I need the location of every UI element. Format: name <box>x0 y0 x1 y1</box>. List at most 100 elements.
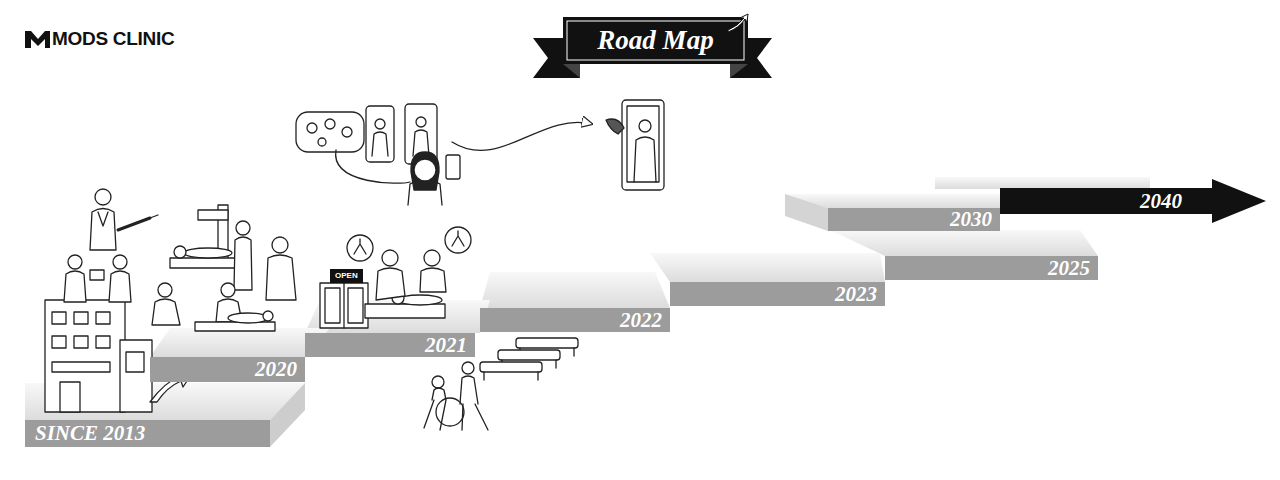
head <box>432 376 444 388</box>
tablet <box>622 100 664 190</box>
patient-body <box>184 248 232 258</box>
ribbon-fold <box>730 64 748 78</box>
year-label: SINCE 2013 <box>35 423 145 444</box>
head <box>424 250 440 266</box>
step-top <box>480 272 670 308</box>
ribbon-swoosh <box>728 14 748 32</box>
exercise-icon <box>445 227 471 253</box>
window <box>74 312 88 324</box>
patient-head <box>174 246 186 258</box>
phone <box>366 106 394 162</box>
head <box>272 237 288 253</box>
icon <box>342 127 352 137</box>
step-top <box>150 328 330 357</box>
title-ribbon <box>533 14 772 78</box>
bed <box>498 350 560 360</box>
icon <box>318 138 326 146</box>
title-box: Road Map <box>563 22 748 58</box>
patient-figure <box>424 388 446 430</box>
doctor-figure <box>90 189 158 250</box>
sketches <box>45 100 664 430</box>
online-scene <box>296 100 664 205</box>
step-top <box>830 230 1098 256</box>
window <box>126 352 144 372</box>
needle <box>150 215 158 218</box>
step-band: 2030 <box>828 208 1000 231</box>
treatment-table <box>195 322 275 331</box>
doctor-head <box>95 189 111 205</box>
arrow-shape <box>1000 178 1268 224</box>
clinic-door <box>320 283 368 328</box>
timeline-arrow: 2040 <box>1000 178 1268 224</box>
head <box>462 362 474 374</box>
window <box>96 312 110 324</box>
year-label: 2020 <box>255 359 297 380</box>
step-side <box>270 383 305 447</box>
icon-figure <box>354 239 366 254</box>
door-split <box>343 283 344 328</box>
body <box>266 255 296 300</box>
step-side <box>785 194 828 231</box>
logo-text: MODS CLINIC <box>52 28 174 49</box>
label-box: MODS CLINIC <box>52 28 174 50</box>
door <box>60 382 80 412</box>
step-band: 2021 <box>305 333 475 357</box>
signboard <box>52 362 110 372</box>
tablet-screen <box>627 106 659 182</box>
head <box>236 221 250 235</box>
banner-title: Road Map <box>563 22 748 58</box>
patient-body <box>228 313 268 323</box>
flow-arrow <box>452 122 592 150</box>
patient-head <box>263 311 273 321</box>
door-frame <box>320 283 368 328</box>
body <box>109 271 131 302</box>
radiographer <box>234 237 252 290</box>
door-glass <box>348 288 363 323</box>
xray-machine <box>170 205 252 290</box>
logo-icon <box>25 31 50 48</box>
body <box>372 132 388 156</box>
ball-exercise <box>424 362 488 430</box>
door-glass <box>325 288 340 323</box>
therapy-figures <box>152 237 296 331</box>
brush-hand <box>606 119 624 134</box>
bed <box>516 338 578 348</box>
year-label: 2040 <box>1140 191 1182 212</box>
therapist-figure <box>460 376 488 430</box>
window <box>52 312 66 324</box>
door-sign: OPEN <box>330 269 363 283</box>
bed-legs <box>484 372 538 380</box>
icon <box>325 119 335 129</box>
head <box>639 120 651 132</box>
bed <box>480 362 542 372</box>
hospital-beds <box>480 338 578 380</box>
staff-figures <box>64 255 131 302</box>
syringe <box>118 218 150 230</box>
head <box>416 117 426 127</box>
device <box>90 270 104 280</box>
therapist <box>420 268 446 292</box>
ribbon-body <box>563 17 748 64</box>
label-box: OPEN <box>330 264 363 283</box>
head <box>158 283 172 297</box>
step-band: 2023 <box>670 282 885 306</box>
window <box>52 336 66 348</box>
staircase <box>25 177 1150 447</box>
step-top <box>650 253 885 282</box>
clinic-building <box>45 300 191 412</box>
therapy-bed <box>365 304 445 318</box>
year-label: 2022 <box>620 310 662 331</box>
head <box>113 255 127 269</box>
year-label: 2021 <box>425 335 467 356</box>
window <box>74 336 88 348</box>
exercise-icon <box>347 235 373 261</box>
icon <box>307 123 317 133</box>
head <box>375 119 385 129</box>
step-top <box>935 177 1150 189</box>
body <box>634 137 656 182</box>
icon-figure <box>452 231 464 246</box>
device-tray <box>296 112 364 152</box>
